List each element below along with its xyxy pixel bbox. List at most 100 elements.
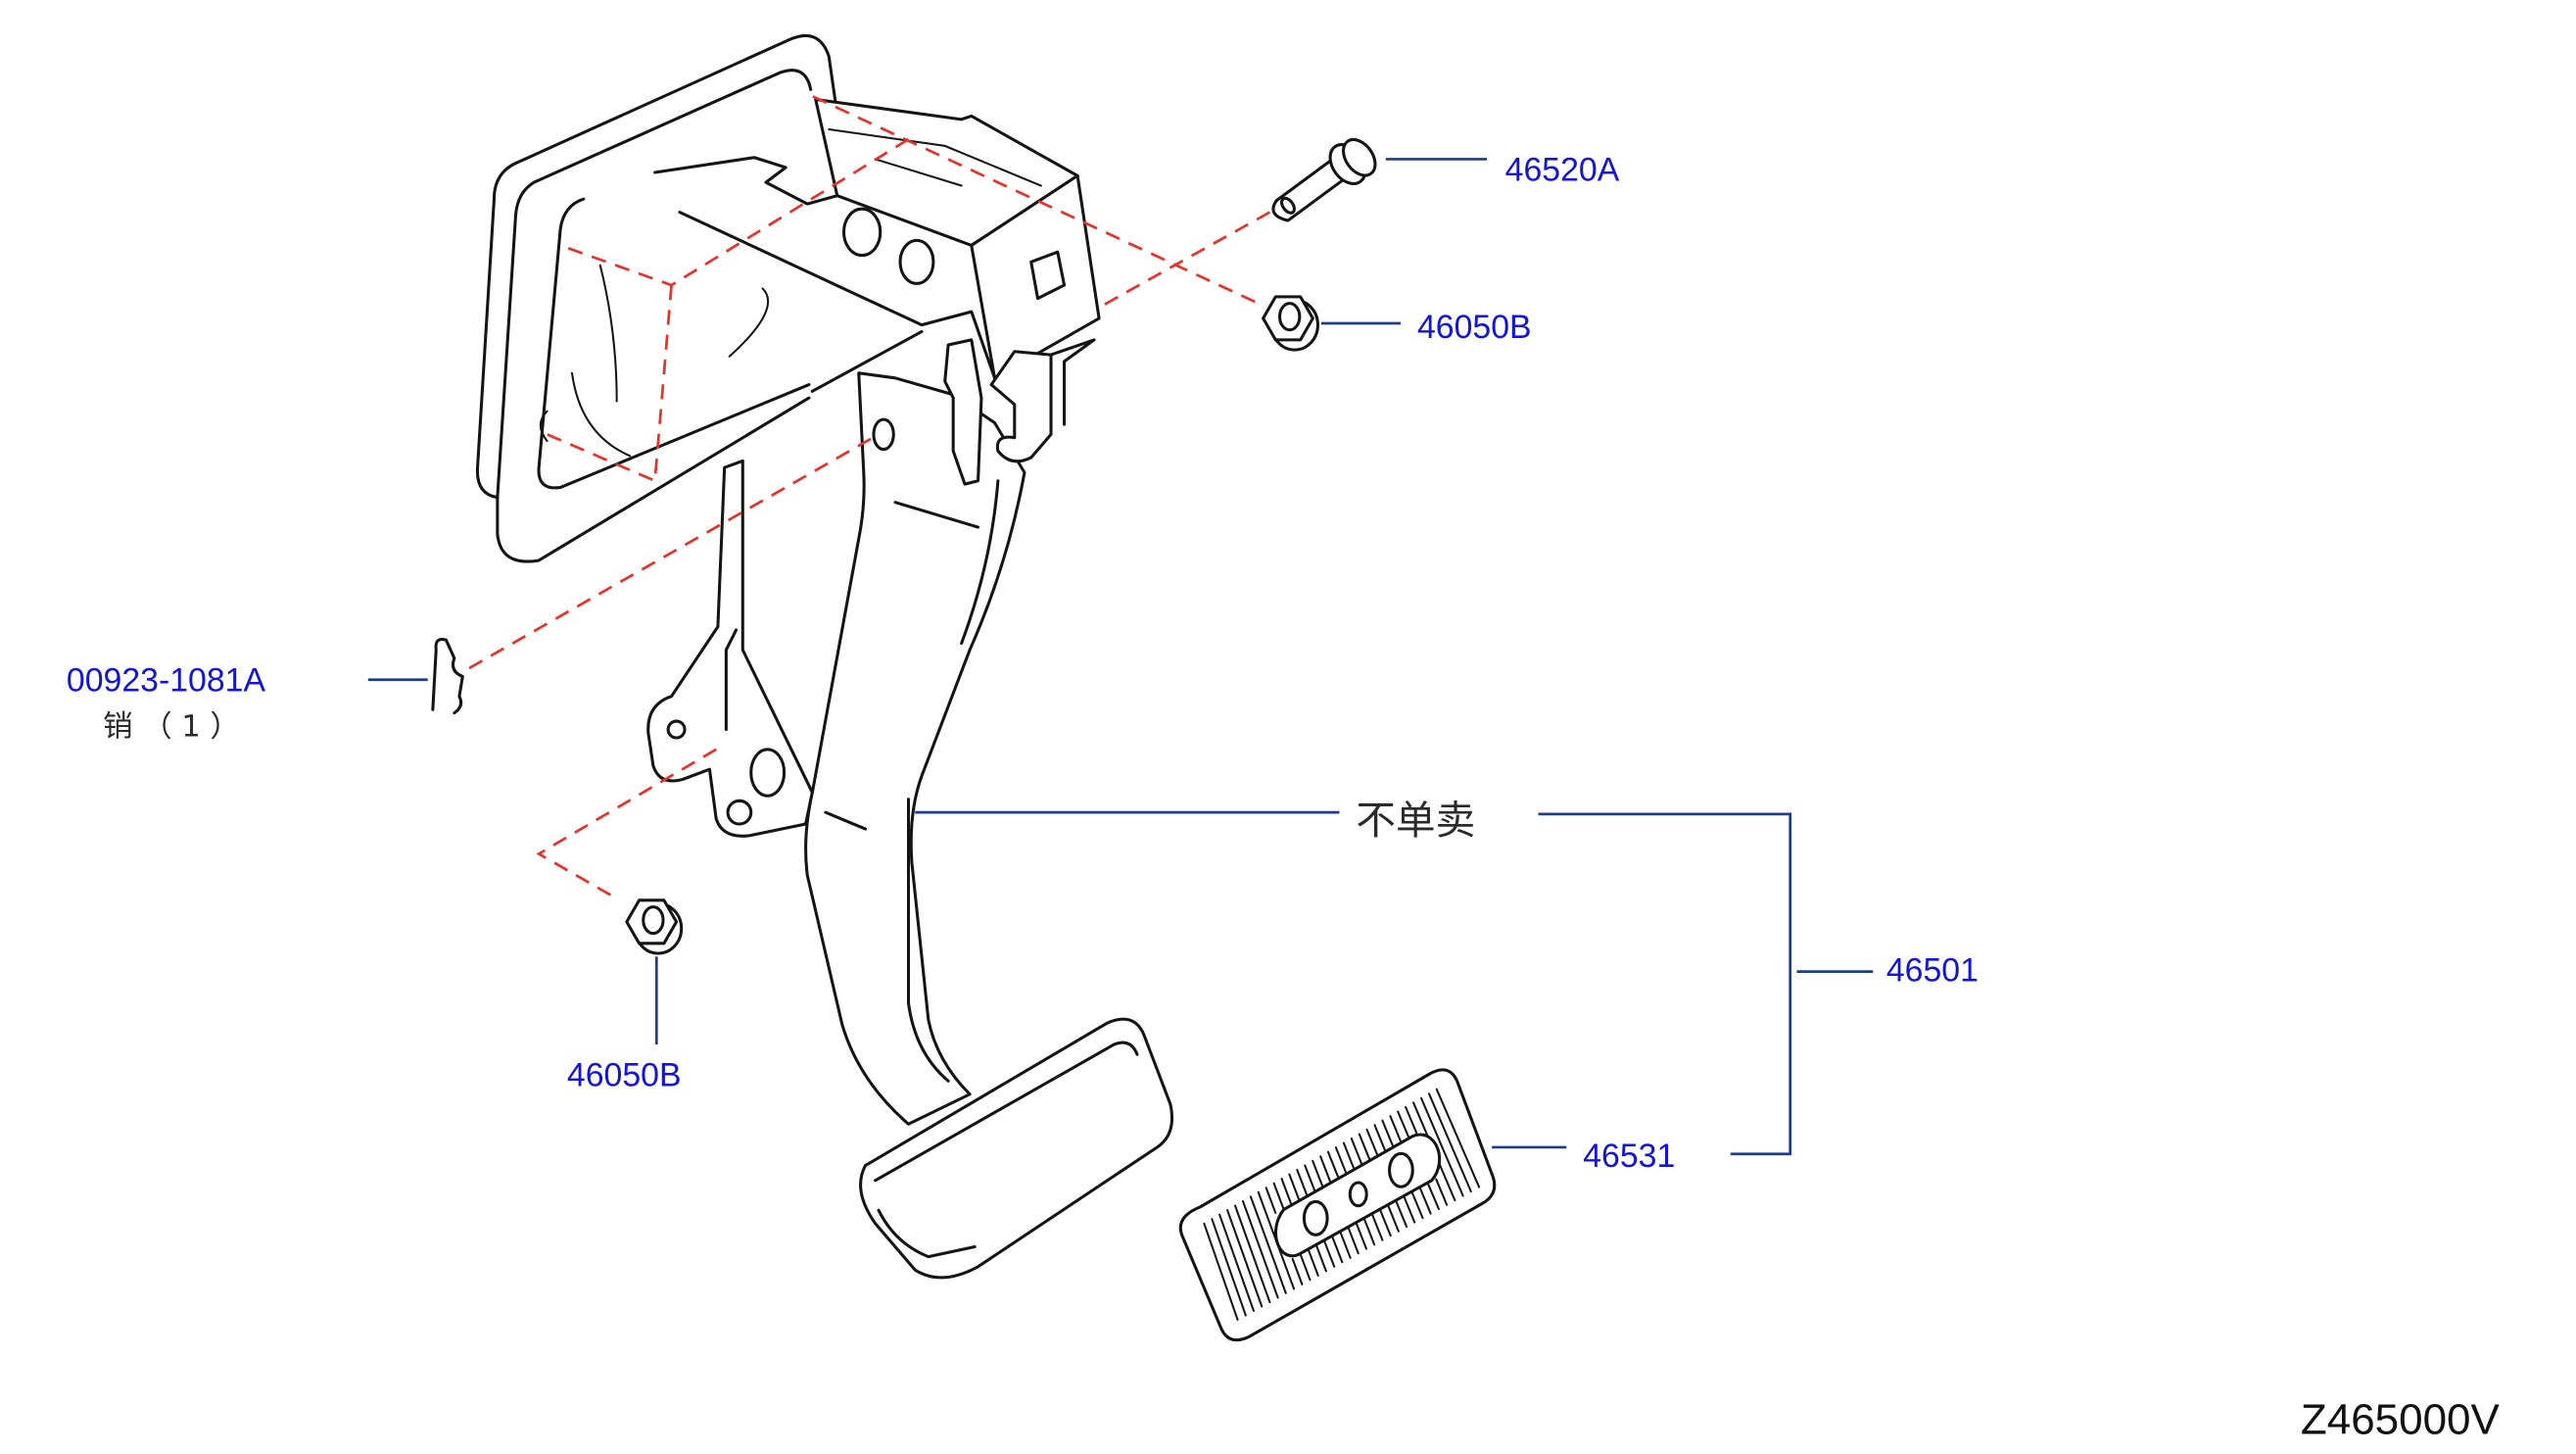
pedal-housing: [653, 98, 1101, 393]
housing-hole-2: [898, 238, 935, 285]
dashed-line-housing-bolts: [547, 137, 910, 483]
pedal-pad-rib: [1272, 1182, 1285, 1210]
housing-switch-window: [1029, 250, 1067, 301]
dashed-line-lower-nut: [536, 748, 717, 900]
leader-lines: [367, 158, 1874, 1156]
pedal-pad-rib: [1418, 1187, 1432, 1215]
pedal-pad-rib: [1249, 1195, 1287, 1294]
pedal-pad-rib: [1264, 1187, 1277, 1214]
pedal-pad-rib: [1323, 1239, 1336, 1268]
pedal-pad-on-arm: [859, 1017, 1174, 1280]
pedal-pad-rib: [1387, 1204, 1400, 1233]
clevis-pin-head-face: [1342, 137, 1377, 177]
pedal-pad-rib: [1373, 1124, 1387, 1152]
pedal-mounting-bracket: [475, 34, 837, 563]
lower-bracket-body: [646, 459, 814, 838]
leader-assembly-bracket: [1538, 812, 1792, 1156]
dashed-line-upper-nut: [811, 94, 1256, 304]
bracket-panel-contour: [539, 264, 770, 458]
pedal-pad-rib: [1362, 1218, 1376, 1246]
pedal-pad-rib: [1410, 1191, 1424, 1220]
flange-nut-upper: [1262, 295, 1319, 352]
clip-name-quantity: 销 （ 1 ）: [103, 709, 240, 744]
pedal-pad-rib: [1350, 1137, 1363, 1165]
lower-bracket-hole-large: [749, 748, 787, 798]
pedal-pad-rib: [1241, 1199, 1279, 1299]
pedal-pad-rib: [1379, 1209, 1392, 1237]
lower-bracket-tab-hole: [666, 719, 687, 740]
snap-pin-clip-shape: [431, 638, 464, 715]
bracket-flange-outer-edge: [475, 34, 837, 500]
pedal-arm-body: [804, 371, 1026, 1126]
pedal-pad-rib: [1299, 1253, 1312, 1282]
pedal-pad-rib: [1420, 1096, 1464, 1197]
clevis-pin-cross-hole: [1280, 196, 1296, 215]
pedal-pad-rib: [1365, 1128, 1379, 1156]
pedal-pad-rib: [1307, 1249, 1319, 1277]
pedal-pad-rib: [1312, 1159, 1324, 1187]
dashed-line-clip: [468, 433, 880, 670]
part-number-lower-nut[interactable]: 46050B: [567, 1056, 682, 1093]
bracket-flange-inner-edge: [496, 69, 813, 563]
part-number-upper-nut[interactable]: 46050B: [1417, 309, 1532, 346]
pedal-pad-rib: [1326, 1150, 1340, 1179]
pedal-pad-rib: [1389, 1115, 1403, 1143]
pivot-brackets: [943, 338, 1096, 486]
pedal-pad-rib: [1403, 1195, 1416, 1224]
pedal-arm-pivot-hole: [872, 417, 895, 452]
pedal-pad-rib: [1296, 1168, 1309, 1196]
pedal-pad-rib: [1339, 1231, 1352, 1259]
snap-pin-clip: [431, 638, 464, 715]
part-number-clip[interactable]: 00923-1081A: [67, 662, 266, 700]
housing-left-face-edges: [653, 156, 997, 393]
pedal-pad-rib: [1427, 1092, 1472, 1192]
clevis-pin: [1271, 137, 1377, 222]
assembly-dashed-lines: [468, 94, 1271, 900]
flange-nut-lower: [625, 898, 684, 955]
pivot-bracket-stop: [1049, 338, 1096, 426]
dashed-line-pin: [1096, 211, 1271, 310]
not-sold-separately-note: 不单卖: [1356, 797, 1475, 844]
pedal-pad-rib: [1371, 1213, 1384, 1241]
lower-bracket-hole-small: [726, 799, 753, 826]
pedal-foot-plate: [859, 1017, 1174, 1280]
pedal-pad-rib: [1291, 1257, 1304, 1285]
pedal-pad-hole-2: [1348, 1181, 1368, 1208]
pedal-pad-rib: [1331, 1236, 1344, 1264]
pedal-pad-rib: [1358, 1133, 1371, 1161]
pedal-pad-rib: [1395, 1200, 1408, 1229]
pivot-bracket-right: [989, 350, 1053, 463]
pedal-pad-rib: [1211, 1218, 1247, 1317]
pedal-foot-plate-rim: [874, 1041, 1139, 1259]
pedal-pad-hole-3: [1388, 1151, 1414, 1188]
pedal-arm-crease: [824, 479, 1000, 1083]
pedal-pad-rib: [1435, 1178, 1449, 1206]
lower-bracket-flange-line: [724, 628, 739, 732]
pedal-pad-rib: [1319, 1155, 1332, 1184]
pedal-pad-rib: [1435, 1088, 1481, 1188]
part-number-pedal-pad[interactable]: 46531: [1583, 1138, 1675, 1175]
callout-labels: 46520A 46050B 00923-1081A 销 （ 1 ） 不单卖 46…: [67, 151, 2501, 1443]
pivot-bracket-left: [943, 338, 983, 486]
lower-nut-hole: [642, 905, 665, 936]
part-number-pedal-assembly[interactable]: 46501: [1886, 952, 1979, 990]
pedal-pad-rib: [1280, 1178, 1293, 1205]
part-number-clevis-pin[interactable]: 46520A: [1505, 151, 1620, 188]
bracket-raised-panel: [537, 197, 811, 490]
pedal-pad-rib: [1315, 1244, 1327, 1273]
upper-nut-hole: [1278, 302, 1302, 332]
pedal-pad-rib: [1304, 1164, 1316, 1192]
pedal-pad-rib: [1288, 1173, 1301, 1201]
pedal-pad-rib: [1355, 1222, 1368, 1250]
pedal-pad-hole-1: [1302, 1199, 1329, 1236]
pedal-pad-rib: [1234, 1204, 1271, 1304]
housing-top-face-ribs: [828, 127, 1042, 187]
housing-hole-1: [841, 207, 883, 258]
pedal-pad-rib: [1347, 1227, 1360, 1255]
pedal-pad-rib: [1397, 1110, 1410, 1139]
pedal-pad-rib: [1218, 1213, 1255, 1312]
brake-pedal-arm: [804, 371, 1026, 1126]
pedal-pad-rib: [1426, 1183, 1440, 1211]
pedal-pad-rib: [1203, 1222, 1239, 1321]
